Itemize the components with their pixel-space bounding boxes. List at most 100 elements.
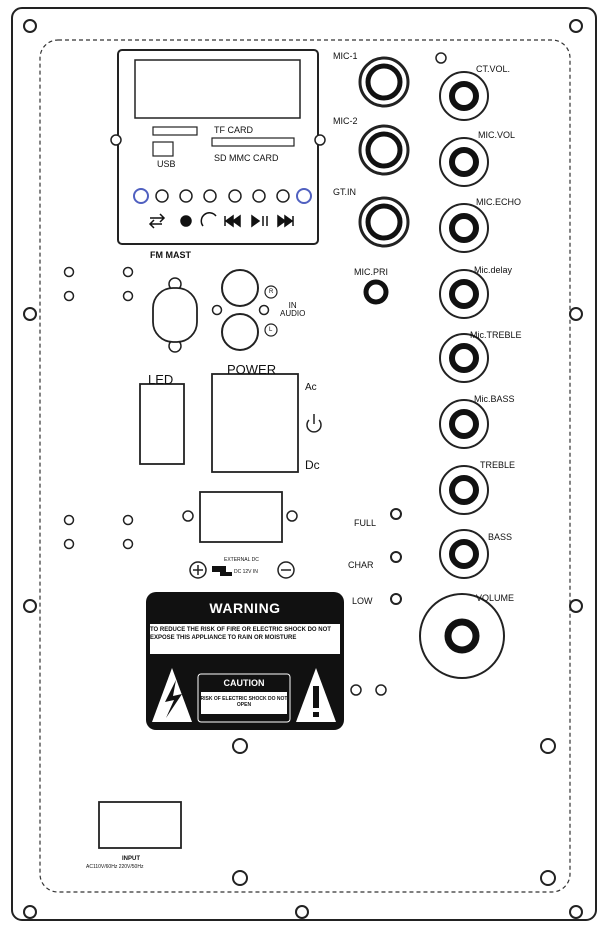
input-subtitle: AC110V/60Hz 220V/50Hz [86,864,144,870]
input-jacks[interactable] [358,56,410,305]
dc-12v-label: DC 12V IN [234,569,258,575]
external-dc-label: EXTERNAL DC [224,557,259,563]
r-badge-icon [264,285,278,299]
mic-vol-label: MIC.VOL [478,130,516,140]
screw-icon [110,134,122,146]
tf-card-label: TF CARD [214,125,253,135]
fm-mast-label: FM MAST [150,250,191,260]
plus-polarity-icon [189,561,207,579]
display-window [134,59,301,119]
repeat-icon [200,212,217,227]
control-knobs[interactable] [419,71,505,679]
warning-label [146,592,344,730]
sd-mmc-label: SD MMC CARD [214,153,279,163]
prev-icon [224,214,241,228]
dc-label: Dc [305,458,320,472]
sd-card-slot[interactable] [211,137,295,147]
mic-treble-label: Mic.TREBLE [470,330,522,340]
led-display [139,383,185,465]
bass-label: BASS [488,532,513,542]
input-power-socket[interactable] [98,801,182,849]
screw-icon [569,19,583,33]
hole-icon [350,684,362,696]
hole-icon [122,514,134,526]
mode-button[interactable] [155,189,169,203]
record-icon [180,215,192,227]
mic-echo-knob[interactable] [439,203,489,253]
hole-icon [63,538,75,550]
screw-icon [23,19,37,33]
mic-vol-knob[interactable] [439,137,489,187]
hole-icon [375,684,387,696]
mp3-module [110,49,326,245]
usb-port[interactable] [152,141,174,157]
tf-card-slot[interactable] [152,126,198,136]
l-label: L [269,327,273,333]
mic-delay-knob[interactable] [439,269,489,319]
char-label: CHAR [348,560,374,570]
screw-icon [569,905,583,919]
hole-icon [122,538,134,550]
ct-vol-label: CT.VOL. [476,64,511,74]
play-pause-button[interactable] [252,189,266,203]
mic1-label: MIC-1 [333,51,358,61]
screw-icon [314,134,326,146]
volume-label: VOLUME [476,593,515,603]
mic-pri-button[interactable] [363,279,389,305]
mic-bass-label: Mic.BASS [474,394,515,404]
mic-bass-knob[interactable] [439,399,489,449]
screw-icon [569,307,583,321]
hole-icon [435,52,447,64]
rca-audio-inputs[interactable] [211,269,278,351]
mic2-label: MIC-2 [333,116,358,126]
record-button[interactable] [179,189,193,203]
dc-jack-plate[interactable] [182,491,298,543]
caution-text: RISK OF ELECTRIC SHOCK DO NOT OPEN [200,696,288,708]
char-indicator-led [390,551,402,563]
mic-pri-label: MIC.PRI [354,267,389,277]
next-icon [277,214,294,228]
mode-icon [148,219,162,229]
low-indicator-led [390,593,402,605]
mic-treble-knob[interactable] [439,333,489,383]
mounting-holes [63,266,387,696]
screw-icon [23,905,37,919]
plus-polarity-icon [193,565,203,575]
gt-in-label: GT.IN [333,187,357,197]
screw-icon [232,738,248,754]
hole-icon [63,514,75,526]
in-audio-label: IN AUDIO [280,301,306,318]
input-title: INPUT [122,856,140,862]
next-button[interactable] [276,189,290,203]
screw-icon [232,870,248,886]
rca-r-jack[interactable] [221,269,259,307]
screw-icon [569,599,583,613]
minus-polarity-icon [277,561,295,579]
mic-delay-label: Mic.delay [474,265,513,275]
ac-label: Ac [305,382,317,393]
r-label: R [269,289,274,295]
screw-icon [540,870,556,886]
usb-label: USB [157,159,176,169]
screw-icon [23,599,37,613]
fm-antenna-connector[interactable] [152,277,198,353]
repeat-button[interactable] [203,189,217,203]
hole-icon [63,266,75,278]
prev-button[interactable] [228,189,242,203]
mic-echo-label: MIC.ECHO [476,197,521,207]
hole-icon [63,290,75,302]
bass-knob[interactable] [439,529,489,579]
volume-knob[interactable] [419,593,505,679]
rca-l-jack[interactable] [221,313,259,351]
power-switch[interactable] [211,373,299,473]
hole-icon [122,290,134,302]
treble-knob[interactable] [439,465,489,515]
play-pause-icon [251,214,268,228]
led-label: LED [148,372,174,387]
dashed-boundary [39,39,571,893]
ir-led-right [296,188,312,204]
warning-text: TO REDUCE THE RISK OF FIRE OR ELECTRIC S… [150,627,331,641]
ct-vol-knob[interactable] [439,71,489,121]
full-label: FULL [354,518,377,528]
